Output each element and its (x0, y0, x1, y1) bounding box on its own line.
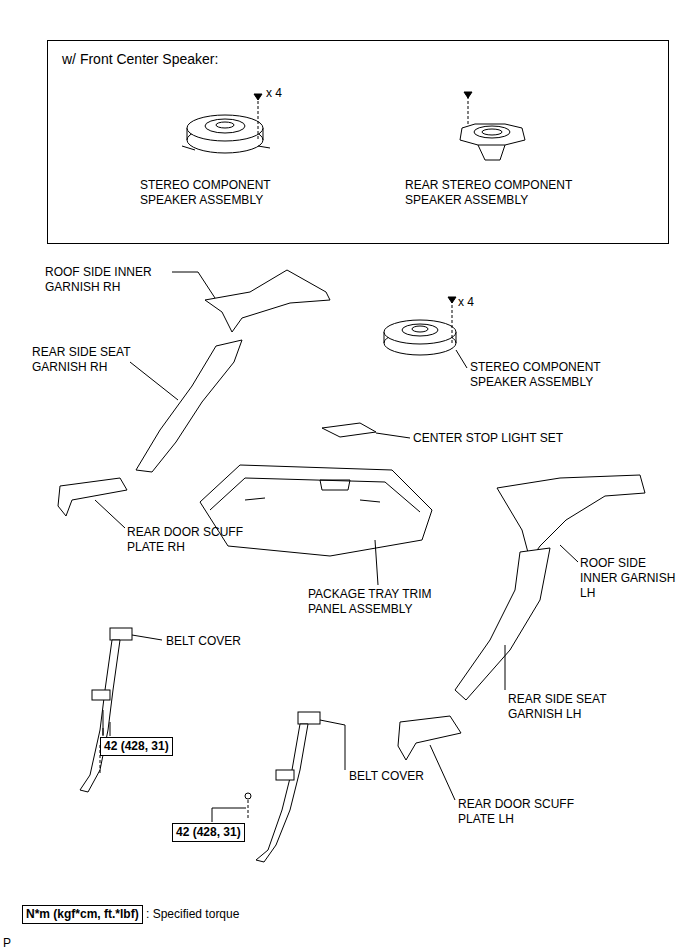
part-name: ROOF SIDE INNER GARNISH LH (580, 556, 686, 601)
scuff-plate-drawing (398, 716, 461, 760)
garnish-drawing (497, 475, 645, 560)
part-name: REAR STEREO COMPONENT SPEAKER ASSEMBLY (405, 178, 595, 208)
torque-value: 42 (428, 31) (104, 739, 169, 754)
seat-belt-drawing (80, 628, 132, 792)
legend-text: : Specified torque (146, 907, 286, 922)
garnish-drawing (455, 548, 550, 700)
torque-value: 42 (428, 31) (176, 825, 241, 840)
quantity-note: x 4 (458, 295, 498, 310)
scuff-plate-drawing (58, 478, 127, 516)
torque-legend-box: N*m (kgf*cm, ft.*lbf) (22, 905, 143, 924)
package-tray-drawing (200, 465, 432, 556)
torque-box: 42 (428, 31) (100, 737, 173, 756)
torque-value: N*m (kgf*cm, ft.*lbf) (26, 907, 139, 922)
seat-belt-drawing (245, 712, 320, 862)
quantity-note: x 4 (266, 86, 306, 101)
part-name: REAR DOOR SCUFF PLATE LH (458, 797, 593, 827)
part-name: ROOF SIDE INNER GARNISH RH (45, 265, 170, 295)
stop-light-drawing (322, 423, 376, 437)
variant-box: w/ Front Center Speaker: x 4 STEREO COMPON… (47, 40, 669, 244)
garnish-drawing (205, 270, 330, 332)
part-name: REAR SIDE SEAT GARNISH RH (32, 345, 154, 375)
speaker-drawing (182, 94, 270, 153)
part-name: CENTER STOP LIGHT SET (413, 431, 603, 446)
page-marker: P (3, 936, 23, 951)
speaker-drawing (384, 297, 467, 368)
variant-title: w/ Front Center Speaker: (62, 51, 322, 68)
part-name: BELT COVER (349, 769, 449, 784)
part-name: BELT COVER (166, 634, 266, 649)
torque-box: 42 (428, 31) (172, 823, 245, 842)
garnish-drawing (136, 340, 242, 472)
part-name: STEREO COMPONENT SPEAKER ASSEMBLY (140, 178, 280, 208)
part-name: STEREO COMPONENT SPEAKER ASSEMBLY (470, 360, 610, 390)
rear-speaker-drawing (460, 92, 525, 160)
part-name: REAR SIDE SEAT GARNISH LH (508, 692, 630, 722)
part-name: PACKAGE TRAY TRIM PANEL ASSEMBLY (308, 587, 458, 617)
part-name: REAR DOOR SCUFF PLATE RH (127, 525, 262, 555)
